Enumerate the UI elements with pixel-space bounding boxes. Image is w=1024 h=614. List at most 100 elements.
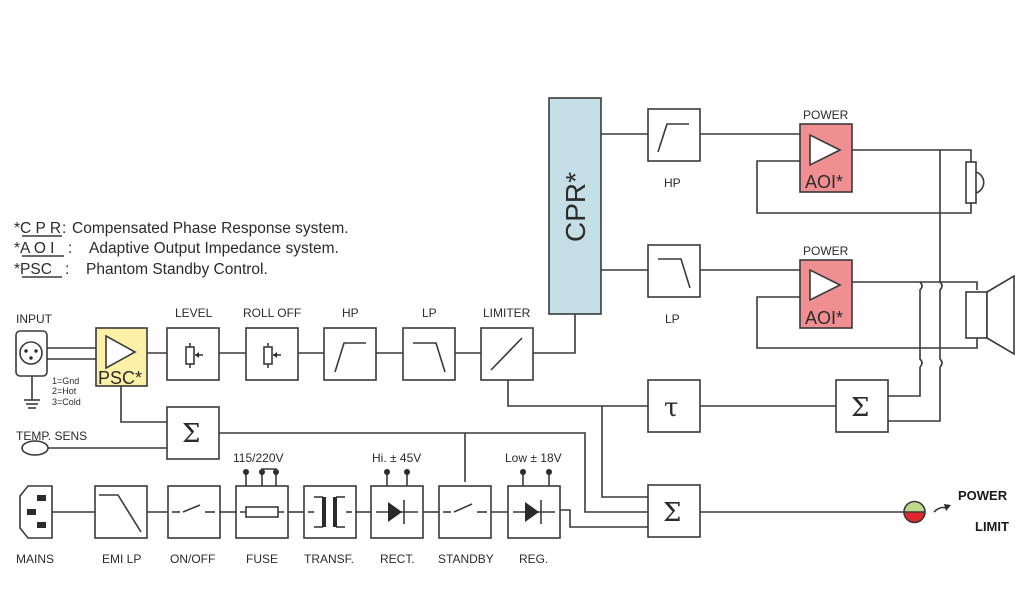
standby-label: STANDBY bbox=[438, 552, 494, 566]
switch-icon bbox=[443, 503, 487, 513]
limiter-label: LIMITER bbox=[483, 306, 531, 320]
standby-block: STANDBY bbox=[438, 485, 494, 566]
potentiometer-icon bbox=[263, 343, 281, 368]
reg-label: REG. bbox=[519, 552, 548, 566]
transformer-label: TRANSF. bbox=[304, 552, 354, 566]
amplifier-triangle-icon bbox=[105, 334, 137, 370]
rect-label: RECT. bbox=[380, 552, 415, 566]
lowpass-curve-icon bbox=[99, 494, 142, 533]
aoi-box bbox=[799, 123, 853, 193]
output-hp-block: HP bbox=[647, 108, 701, 190]
sum-right-block: Σ bbox=[835, 379, 889, 433]
xlr-socket-icon bbox=[19, 341, 43, 365]
level-block: LEVEL bbox=[166, 306, 220, 381]
hp-label: HP bbox=[342, 306, 359, 320]
onoff-block: ON/OFF bbox=[167, 485, 221, 566]
legend-psc-sep: : bbox=[65, 261, 69, 278]
legend-cpr-text: Compensated Phase Response system. bbox=[72, 220, 349, 237]
legend-psc-abbr: *PSC bbox=[14, 261, 52, 278]
cpr-block: CPR* bbox=[548, 97, 602, 315]
onoff-label: ON/OFF bbox=[170, 552, 215, 566]
amp-top-label: AOI* bbox=[805, 172, 843, 192]
temp-sensor: TEMP. SENS bbox=[16, 429, 87, 456]
sensor-icon bbox=[21, 440, 49, 456]
legend-aoi-sep: : bbox=[68, 240, 72, 257]
fuse-label: FUSE bbox=[246, 552, 278, 566]
amplifier-triangle-icon bbox=[809, 133, 842, 167]
tweeter-icon bbox=[965, 161, 985, 204]
lowpass-curve-icon bbox=[658, 258, 691, 289]
sum-bottom-block: Σ bbox=[647, 484, 701, 538]
temp-label: TEMP. SENS bbox=[16, 429, 87, 443]
fuse-block: 115/220V FUSE bbox=[233, 451, 289, 566]
legend-aoi-text: Adaptive Output Impedance system. bbox=[89, 240, 339, 257]
legend-aoi-abbr: *A O I bbox=[14, 240, 55, 257]
psc-label: PSC* bbox=[98, 368, 142, 388]
emi-label: EMI LP bbox=[102, 552, 141, 566]
transformer-block: TRANSF. bbox=[303, 485, 357, 566]
rectifier-block: Hi. ± 45V RECT. bbox=[370, 451, 424, 566]
sum-temp-block: Σ bbox=[166, 406, 220, 460]
highpass-curve-icon bbox=[334, 342, 366, 373]
lp-filter-block: LP bbox=[402, 306, 456, 381]
fuse-icon bbox=[245, 506, 279, 518]
pinout-cold: 3=Cold bbox=[52, 397, 81, 407]
fuse-voltage: 115/220V bbox=[233, 451, 284, 465]
lp-label: LP bbox=[422, 306, 437, 320]
led-top-half bbox=[904, 501, 925, 512]
diode-icon bbox=[513, 500, 555, 524]
woofer-icon bbox=[965, 274, 1015, 356]
legend-cpr-abbr: *C P R bbox=[14, 220, 61, 237]
amplifier-triangle-icon bbox=[809, 268, 842, 302]
pinout-hot: 2=Hot bbox=[52, 386, 77, 396]
output-hp-label: HP bbox=[664, 176, 681, 190]
power-limit-indicator: POWER LIMIT bbox=[903, 488, 1009, 534]
wiring bbox=[31, 133, 978, 528]
legend-cpr-sep: : bbox=[62, 220, 66, 237]
aoi-box bbox=[799, 259, 853, 329]
indicator-power-label: POWER bbox=[958, 488, 1008, 503]
light-emission-arrow-icon bbox=[933, 504, 951, 513]
rolloff-label: ROLL OFF bbox=[243, 306, 301, 320]
cpr-label: CPR* bbox=[560, 172, 591, 242]
regulator-block: Low ± 18V REG. bbox=[505, 451, 562, 566]
power-amp-top: POWER AOI* bbox=[799, 108, 853, 193]
input-connector: INPUT 1=Gnd 2=Hot 3=Cold bbox=[15, 312, 81, 409]
amp-bottom-label: AOI* bbox=[805, 308, 843, 328]
mains-block: MAINS bbox=[16, 485, 54, 566]
cpr-box bbox=[548, 97, 602, 315]
input-label: INPUT bbox=[16, 312, 53, 326]
amp-bottom-title: POWER bbox=[803, 244, 849, 258]
emi-block: EMI LP bbox=[94, 485, 148, 566]
amp-top-title: POWER bbox=[803, 108, 849, 122]
output-lp-block: LP bbox=[647, 244, 701, 326]
ground-icon bbox=[24, 399, 40, 409]
lowpass-curve-icon bbox=[413, 342, 446, 373]
hp-filter-block: HP bbox=[323, 306, 377, 381]
diode-icon bbox=[376, 500, 418, 524]
limiter-slope-icon bbox=[490, 337, 523, 371]
level-label: LEVEL bbox=[175, 306, 213, 320]
sum-symbol: Σ bbox=[182, 419, 200, 449]
rolloff-block: ROLL OFF bbox=[243, 306, 301, 381]
limiter-block: LIMITER bbox=[480, 306, 534, 381]
potentiometer-icon bbox=[185, 343, 203, 368]
reg-voltage: Low ± 18V bbox=[505, 451, 562, 465]
indicator-limit-label: LIMIT bbox=[975, 519, 1009, 534]
sum-symbol: Σ bbox=[851, 393, 869, 423]
tau-symbol: τ bbox=[664, 393, 678, 423]
transformer-icon bbox=[308, 496, 352, 528]
voltage-selector-icon bbox=[243, 468, 279, 486]
output-lp-label: LP bbox=[665, 312, 680, 326]
rect-voltage: Hi. ± 45V bbox=[372, 451, 421, 465]
mains-label: MAINS bbox=[16, 552, 54, 566]
switch-icon bbox=[172, 504, 215, 513]
legend-psc-text: Phantom Standby Control. bbox=[86, 261, 268, 278]
tau-delay-block: τ bbox=[647, 379, 701, 433]
power-amp-bottom: POWER AOI* bbox=[799, 244, 853, 329]
legend: *C P R : Compensated Phase Response syst… bbox=[14, 220, 349, 278]
led-bottom-half bbox=[904, 512, 925, 523]
highpass-curve-icon bbox=[657, 123, 689, 153]
pinout-gnd: 1=Gnd bbox=[52, 376, 79, 386]
